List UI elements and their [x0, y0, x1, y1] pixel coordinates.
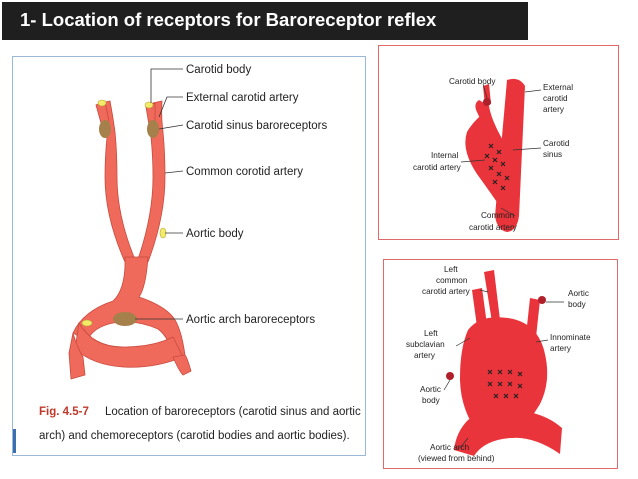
aortic-arch-dots — [113, 312, 137, 326]
label-innominate-1: Innominate — [550, 333, 591, 342]
label-left-sub-1: Left — [424, 329, 438, 338]
carotid-sinus-dots-right — [147, 120, 159, 138]
title-bar: 1- Location of receptors for Barorecepto… — [2, 2, 528, 40]
figure-carotid-sinus: Carotid body External carotid artery Car… — [378, 45, 619, 240]
label-aortic-body-left-1: Aortic — [420, 385, 441, 394]
caption-accent-bar — [13, 429, 16, 453]
caption-number: Fig. 4.5-7 — [39, 406, 89, 418]
label-common-1: Common — [481, 211, 515, 220]
figure-aortic-arch: Left common carotid artery Aortic body L… — [383, 259, 618, 469]
carotid-sinus-dots-left — [99, 120, 111, 138]
leader-lines — [135, 68, 184, 320]
label-aortic-body: Aortic body — [186, 228, 244, 240]
label-left-common-2: common — [436, 276, 468, 285]
slide-title: 1- Location of receptors for Barorecepto… — [20, 9, 437, 30]
label-sinus-1: Carotid — [543, 139, 570, 148]
label-aortic-body-right-2: body — [568, 300, 587, 309]
caption-line-1: Location of baroreceptors (carotid sinus… — [105, 406, 361, 418]
figure-carotid-aortic-diagram: Carotid body External carotid artery Car… — [12, 56, 366, 456]
aortic-body-dots — [446, 296, 546, 380]
label-internal-1: Internal — [431, 151, 458, 160]
carotid-sinus-svg: Carotid body External carotid artery Car… — [413, 77, 573, 232]
caption-line-2: arch) and chemoreceptors (carotid bodies… — [39, 430, 350, 442]
label-sinus-2: sinus — [543, 150, 562, 159]
label-carotid-body: Carotid body — [186, 64, 251, 76]
label-left-sub-3: artery — [414, 351, 436, 360]
sinus-x-marks — [484, 143, 510, 191]
label-arch-1: Aortic arch — [430, 443, 470, 452]
arch-leader-lines — [443, 289, 564, 449]
label-aortic-arch: Aortic arch baroreceptors — [186, 314, 315, 326]
carotid-leader-lines — [460, 83, 542, 217]
arch-x-marks — [487, 369, 523, 399]
label-internal-2: carotid artery — [413, 163, 462, 172]
label-common-2: carotid artery — [469, 223, 518, 232]
label-arch-2: (viewed from behind) — [418, 454, 495, 463]
aortic-arch-svg: Left common carotid artery Aortic body L… — [406, 265, 591, 463]
label-external-2: carotid — [543, 94, 568, 103]
label-common-carotid: Common corotid artery — [186, 166, 303, 178]
carotid-vessels — [465, 78, 525, 232]
label-innominate-2: artery — [550, 344, 572, 353]
label-aortic-body-left-2: body — [422, 396, 441, 405]
label-carotid-sinus: Carotid sinus baroreceptors — [186, 120, 328, 132]
label-aortic-body-right-1: Aortic — [568, 289, 589, 298]
chemoreceptor-bodies — [81, 99, 167, 327]
label-left-common-3: carotid artery — [422, 287, 471, 296]
carotid-aortic-svg: Carotid body External carotid artery Car… — [13, 64, 361, 453]
label-carotid-body: Carotid body — [449, 77, 496, 86]
label-external-1: External — [543, 83, 573, 92]
label-left-common-1: Left — [444, 265, 458, 274]
label-left-sub-2: subclavian — [406, 340, 445, 349]
aortic-vessels — [454, 270, 562, 456]
label-external-3: artery — [543, 105, 565, 114]
label-external-carotid: External carotid artery — [186, 92, 299, 104]
carotid-body-dot — [483, 98, 491, 106]
artery-tree — [68, 100, 192, 380]
